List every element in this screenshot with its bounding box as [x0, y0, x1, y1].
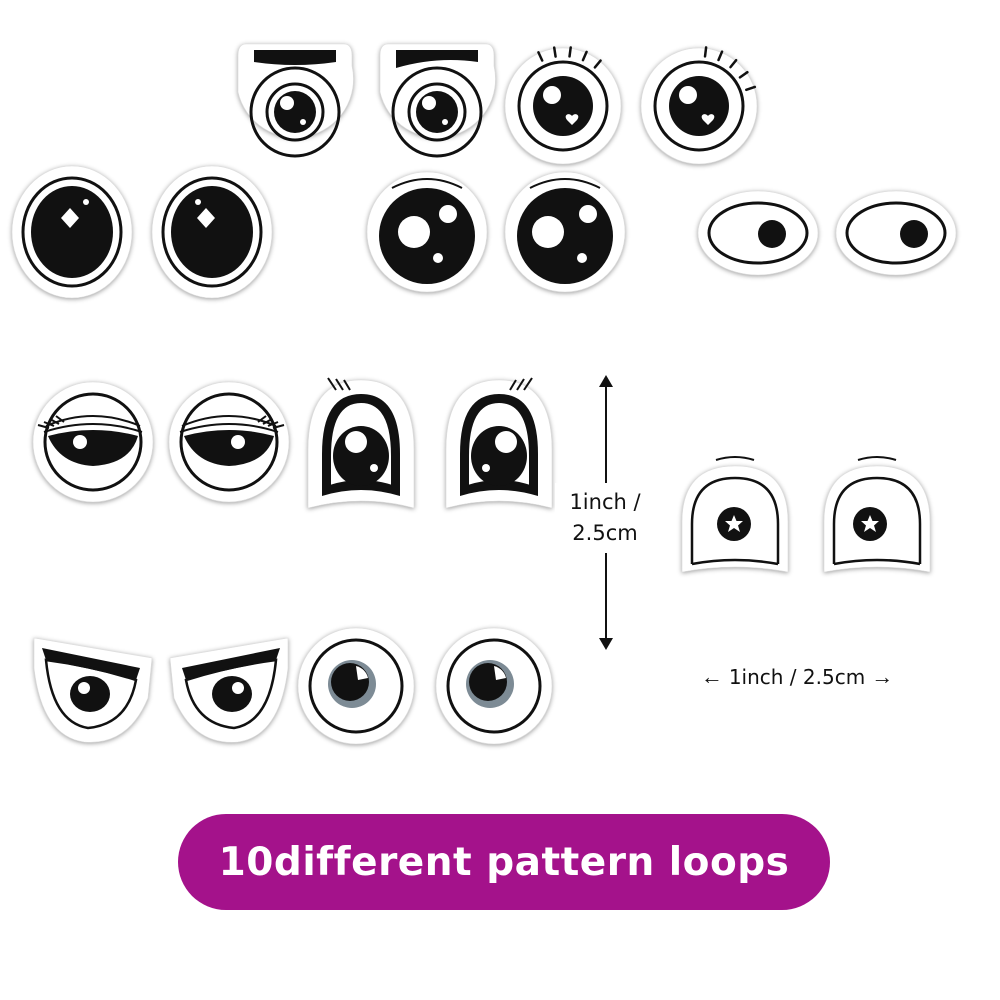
- sticker-big-pupil-eye-1: [366, 171, 488, 293]
- sticker-lash-heart-eye-2: [640, 46, 758, 165]
- sticker-side-glance-eye-1: [697, 190, 819, 276]
- pattern-count-banner: 10different pattern loops: [178, 814, 830, 910]
- sticker-cartoon-tall-eye-1: [307, 377, 415, 509]
- sticker-sleepy-lash-eye-1: [32, 381, 154, 503]
- sticker-oval-diamond-eye-1: [11, 165, 133, 299]
- sticker-big-pupil-eye-2: [504, 171, 626, 293]
- horizontal-dimension-label: 1inch / 2.5cm: [728, 665, 866, 689]
- sticker-star-pupil-eye-2: [823, 456, 931, 573]
- arrow-up-icon: [599, 375, 613, 387]
- sticker-cartoon-tall-eye-2: [445, 377, 553, 509]
- sticker-oval-diamond-eye-2: [151, 165, 273, 299]
- sticker-star-pupil-eye-1: [681, 456, 789, 573]
- sticker-round-gray-eye-1: [297, 627, 415, 745]
- sticker-lash-heart-eye-1: [504, 46, 622, 165]
- sticker-side-glance-eye-2: [835, 190, 957, 276]
- arrow-right-icon: →: [871, 664, 894, 689]
- arrow-down-icon: [599, 638, 613, 650]
- vertical-dimension-label: 1inch / 2.5cm: [555, 483, 655, 553]
- vertical-dimension-line1: 1inch /: [569, 490, 641, 514]
- sticker-angry-eye-1: [33, 637, 153, 743]
- sticker-brow-eye-1: [237, 43, 354, 158]
- arrow-left-icon: ←: [700, 664, 723, 689]
- horizontal-dimension: ← 1inch / 2.5cm →: [662, 662, 932, 692]
- vertical-dimension: 1inch / 2.5cm: [555, 375, 655, 650]
- sticker-sleepy-lash-eye-2: [168, 381, 290, 503]
- vertical-dimension-line2: 2.5cm: [572, 521, 638, 545]
- sticker-round-gray-eye-2: [435, 627, 553, 745]
- banner-text: 10different pattern loops: [218, 839, 790, 885]
- sticker-angry-eye-2: [169, 637, 289, 743]
- sticker-brow-eye-2: [379, 43, 496, 158]
